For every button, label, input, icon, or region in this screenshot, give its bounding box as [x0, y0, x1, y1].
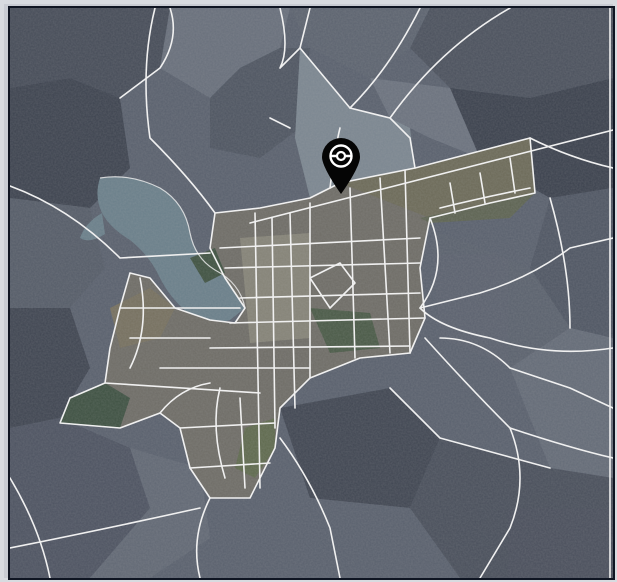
satellite-map[interactable] [8, 6, 615, 580]
road-network [10, 8, 613, 578]
texture-overlay [10, 8, 613, 578]
location-marker[interactable] [319, 136, 363, 196]
target-circle-icon [329, 144, 353, 168]
map-pin-icon [322, 138, 360, 194]
map-canvas [10, 8, 613, 578]
